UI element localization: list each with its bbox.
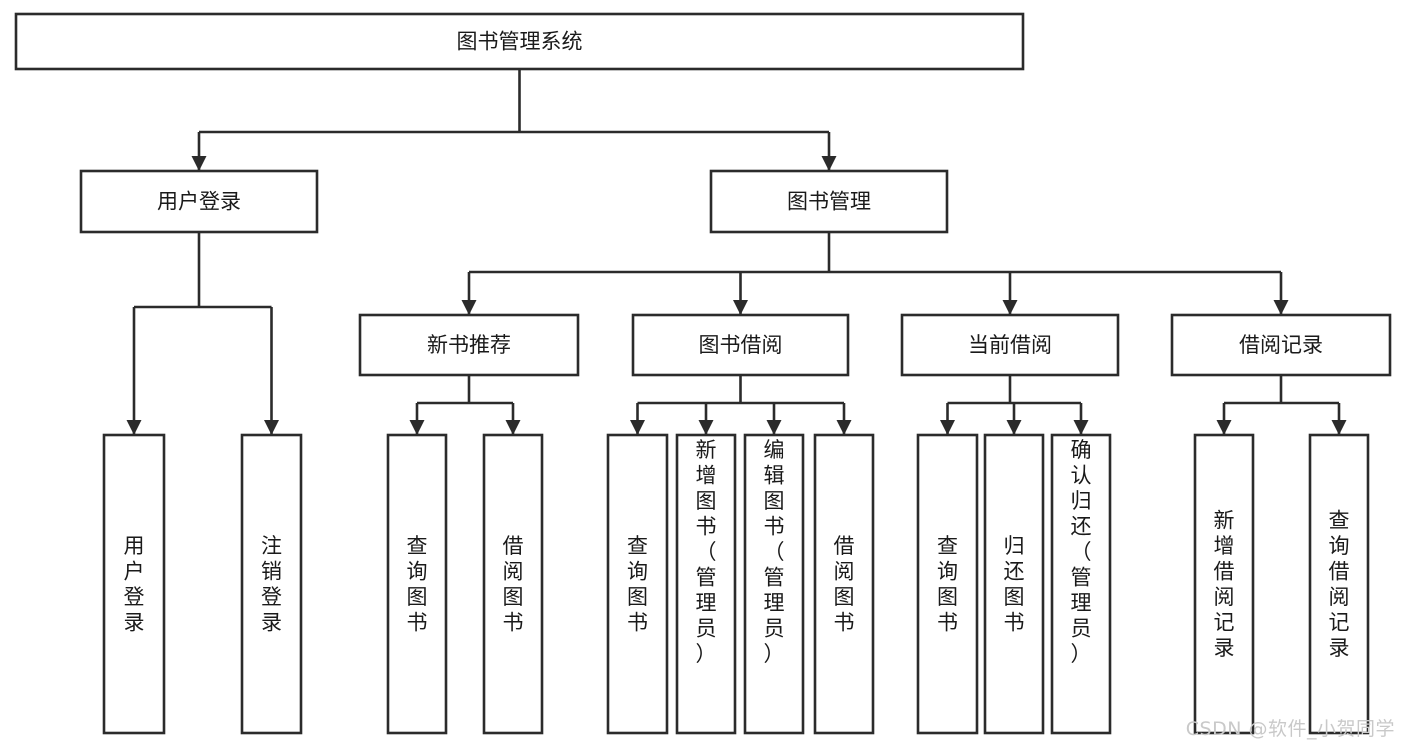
node-book-borrow-box[interactable]	[631, 313, 850, 377]
node-leaf-return-book[interactable]: 归还图书	[983, 433, 1045, 735]
node-leaf-query-book-rec[interactable]: 查询图书	[386, 433, 448, 735]
node-leaf-borrow-book-rec-label: 借阅图书	[503, 534, 524, 635]
node-user-login[interactable]: 用户登录	[79, 169, 319, 234]
nodes-layer: 图书管理系统用户登录图书管理新书推荐图书借阅当前借阅借阅记录用户登录注销登录查询…	[14, 12, 1392, 735]
edges-layer	[126, 69, 1347, 435]
edge-group-borrow-record	[1216, 375, 1347, 435]
edge-arrowhead	[264, 420, 279, 435]
node-borrow-record-label: 借阅记录	[1239, 333, 1323, 357]
edge-arrowhead	[1331, 420, 1347, 435]
node-current-borrow[interactable]: 当前借阅	[900, 313, 1120, 377]
node-leaf-borrow-book-brw-label: 借阅图书	[834, 534, 855, 635]
edge-arrowhead	[1273, 300, 1289, 315]
node-root-label: 图书管理系统	[457, 30, 583, 54]
edge-group-current-borrow	[940, 375, 1089, 435]
node-leaf-query-book-brw-label: 查询图书	[627, 534, 648, 635]
node-user-login-box[interactable]	[79, 169, 319, 234]
edge-arrowhead	[1006, 420, 1022, 435]
edge-arrowhead	[505, 420, 521, 435]
edge-arrowhead	[733, 300, 748, 315]
node-borrow-record[interactable]: 借阅记录	[1170, 313, 1392, 377]
node-leaf-borrow-book-brw-box[interactable]	[813, 433, 875, 735]
node-leaf-query-record[interactable]: 查询借阅记录	[1308, 433, 1370, 735]
edge-arrowhead	[940, 420, 955, 435]
edge-arrowhead	[698, 420, 714, 435]
node-leaf-borrow-book-rec-box[interactable]	[482, 433, 544, 735]
node-leaf-query-book-rec-box[interactable]	[386, 433, 448, 735]
edge-arrowhead	[126, 420, 142, 435]
watermark: CSDN @软件_小贺同学	[1185, 718, 1395, 740]
node-leaf-confirm-return-box[interactable]	[1050, 433, 1112, 735]
node-leaf-add-book[interactable]: 新增图书（管理员）	[675, 433, 737, 735]
node-leaf-query-record-label: 查询借阅记录	[1329, 508, 1350, 660]
node-root[interactable]: 图书管理系统	[14, 12, 1025, 71]
node-book-borrow-label: 图书借阅	[699, 333, 783, 357]
node-book-borrow[interactable]: 图书借阅	[631, 313, 850, 377]
node-leaf-return-book-label: 归还图书	[1004, 534, 1025, 635]
node-current-borrow-box[interactable]	[900, 313, 1120, 377]
node-leaf-edit-book[interactable]: 编辑图书（管理员）	[743, 433, 805, 735]
node-leaf-user-login-box[interactable]	[102, 433, 166, 735]
edge-arrowhead	[836, 420, 852, 435]
node-leaf-query-book-cur-label: 查询图书	[937, 534, 958, 635]
node-leaf-edit-book-box[interactable]	[743, 433, 805, 735]
node-leaf-user-login-label: 用户登录	[124, 534, 145, 635]
node-leaf-confirm-return-label: 确认归还（管理员）	[1071, 438, 1092, 666]
node-leaf-logout[interactable]: 注销登录	[240, 433, 303, 735]
node-book-manage-box[interactable]	[709, 169, 949, 234]
node-leaf-borrow-book-brw[interactable]: 借阅图书	[813, 433, 875, 735]
node-leaf-query-book-brw-box[interactable]	[606, 433, 669, 735]
node-leaf-add-record-box[interactable]	[1193, 433, 1255, 735]
node-leaf-logout-label: 注销登录	[261, 534, 282, 635]
node-current-borrow-label: 当前借阅	[968, 333, 1052, 357]
edge-arrowhead	[1073, 420, 1089, 435]
edge-arrowhead	[409, 420, 425, 435]
node-book-manage[interactable]: 图书管理	[709, 169, 949, 234]
edge-group-new-book-recommend	[409, 375, 521, 435]
edge-arrowhead	[1002, 300, 1018, 315]
node-leaf-query-record-box[interactable]	[1308, 433, 1370, 735]
node-leaf-add-book-box[interactable]	[675, 433, 737, 735]
edge-group-root	[191, 69, 837, 171]
node-leaf-user-login[interactable]: 用户登录	[102, 433, 166, 735]
edge-group-book-manage	[461, 232, 1289, 315]
node-leaf-add-record-label: 新增借阅记录	[1214, 508, 1235, 660]
node-borrow-record-box[interactable]	[1170, 313, 1392, 377]
node-leaf-add-book-label: 新增图书（管理员）	[696, 438, 717, 666]
node-root-box[interactable]	[14, 12, 1025, 71]
edge-group-user-login	[126, 232, 279, 435]
edge-arrowhead	[191, 156, 207, 171]
node-new-book-recommend-label: 新书推荐	[427, 333, 511, 357]
edge-arrowhead	[766, 420, 782, 435]
node-new-book-recommend[interactable]: 新书推荐	[358, 313, 580, 377]
edge-arrowhead	[1216, 420, 1232, 435]
node-book-manage-label: 图书管理	[787, 190, 871, 214]
edge-arrowhead	[630, 420, 645, 435]
edge-arrowhead	[461, 300, 477, 315]
node-leaf-borrow-book-rec[interactable]: 借阅图书	[482, 433, 544, 735]
node-new-book-recommend-box[interactable]	[358, 313, 580, 377]
edge-arrowhead	[821, 156, 837, 171]
edge-group-book-borrow	[630, 375, 852, 435]
node-leaf-query-book-cur[interactable]: 查询图书	[916, 433, 979, 735]
node-leaf-logout-box[interactable]	[240, 433, 303, 735]
node-user-login-label: 用户登录	[157, 190, 241, 214]
node-leaf-return-book-box[interactable]	[983, 433, 1045, 735]
node-leaf-edit-book-label: 编辑图书（管理员）	[764, 438, 785, 666]
node-leaf-add-record[interactable]: 新增借阅记录	[1193, 433, 1255, 735]
node-leaf-query-book-brw[interactable]: 查询图书	[606, 433, 669, 735]
node-leaf-confirm-return[interactable]: 确认归还（管理员）	[1050, 433, 1112, 735]
node-leaf-query-book-cur-box[interactable]	[916, 433, 979, 735]
node-leaf-query-book-rec-label: 查询图书	[407, 534, 428, 635]
